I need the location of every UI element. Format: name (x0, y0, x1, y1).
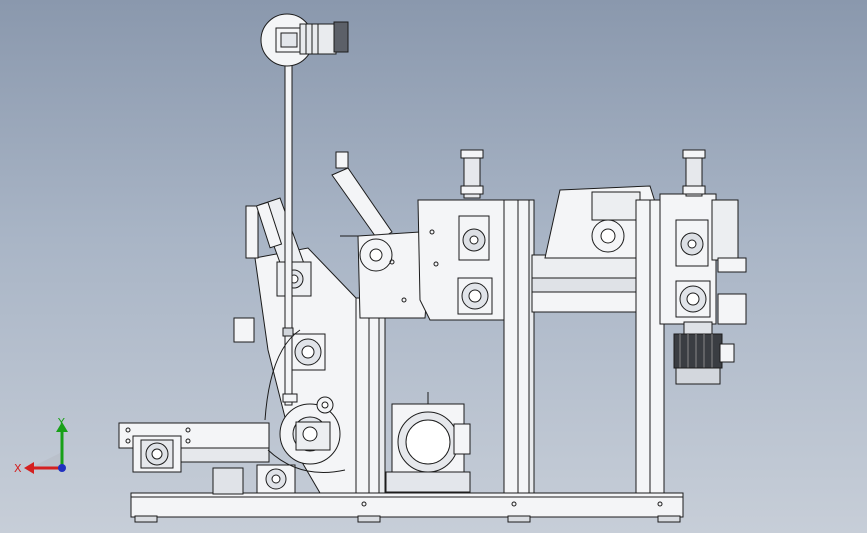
infeed-section (118, 422, 270, 495)
x-axis-label: X (14, 462, 22, 475)
left-side-frame (233, 205, 386, 494)
base-frame (130, 492, 684, 523)
base-foot (357, 515, 381, 523)
base-foot (657, 515, 681, 523)
top-drive (260, 13, 349, 406)
drive-shaft (284, 49, 293, 406)
z-axis-dot (58, 464, 66, 472)
gearbox (385, 392, 471, 493)
station-1 (417, 149, 535, 494)
station-2 (635, 149, 747, 494)
right-motor (673, 321, 735, 385)
base-foot (134, 515, 158, 523)
y-axis-label: Y (57, 416, 65, 429)
drive-belts (264, 329, 346, 473)
base-foot (507, 515, 531, 523)
bridge-plate (531, 185, 657, 313)
coordinate-triad: Y X (14, 416, 68, 475)
upper-guide (331, 151, 431, 319)
vertical-guide (245, 205, 259, 259)
